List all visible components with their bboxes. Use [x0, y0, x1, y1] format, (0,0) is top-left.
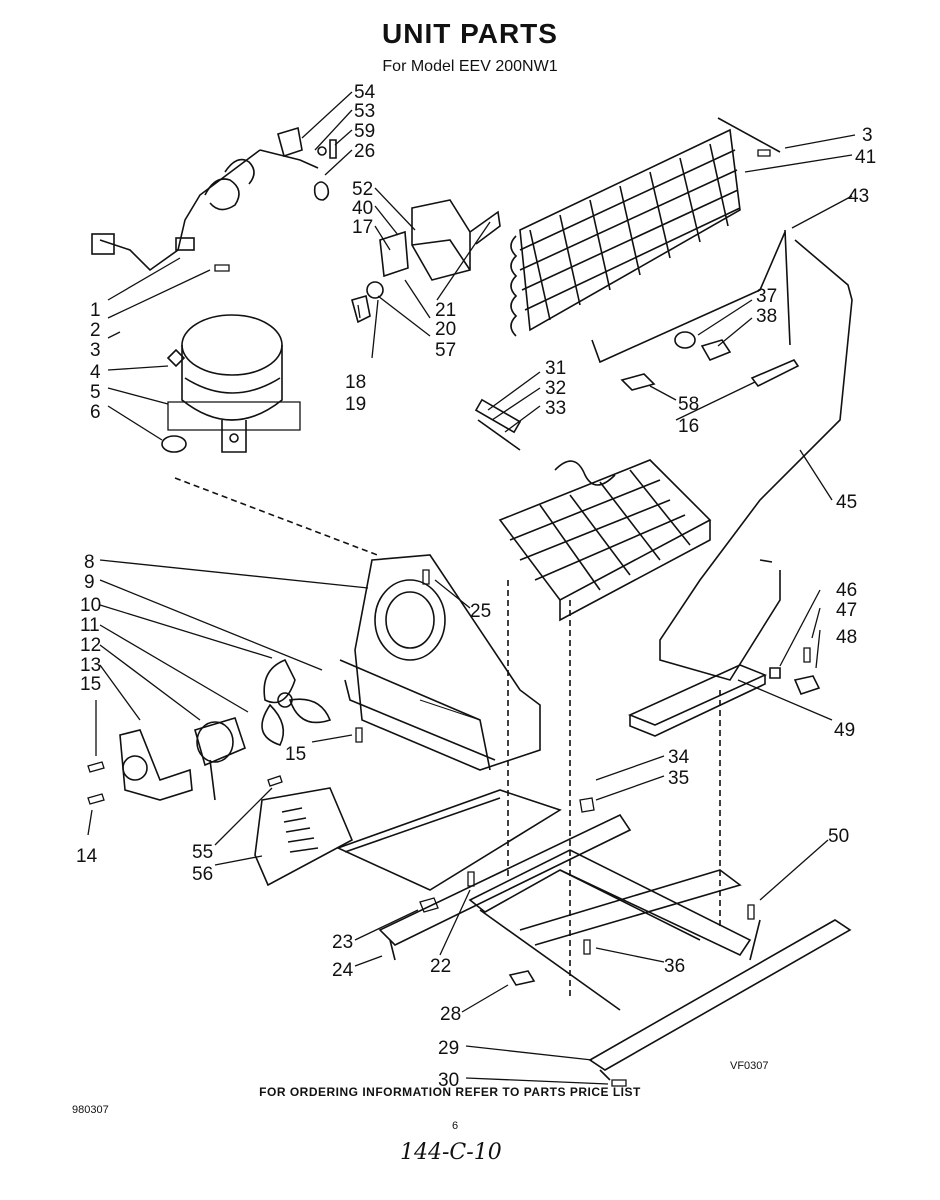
- document-code: 980307: [72, 1104, 109, 1116]
- callout-15a: 15: [80, 674, 101, 695]
- callout-41: 41: [855, 147, 876, 168]
- callout-23: 23: [332, 932, 353, 953]
- callout-1: 1: [90, 300, 101, 321]
- callout-40: 40: [352, 198, 373, 219]
- callout-5: 5: [90, 382, 101, 403]
- callout-48: 48: [836, 627, 857, 648]
- callout-19: 19: [345, 394, 366, 415]
- fan-shroud-drawing: [174, 477, 541, 880]
- callout-15b: 15: [285, 744, 306, 765]
- callout-57: 57: [435, 340, 456, 361]
- callout-16: 16: [678, 416, 699, 437]
- callout-3a: 3: [90, 340, 101, 361]
- callout-49: 49: [834, 720, 855, 741]
- callout-47: 47: [836, 600, 857, 621]
- callout-59: 59: [354, 121, 375, 142]
- callout-2: 2: [90, 320, 101, 341]
- page-title: UNIT PARTS: [382, 18, 558, 49]
- callout-30: 30: [438, 1070, 459, 1091]
- callout-4: 4: [90, 362, 101, 383]
- callout-labels: 54 53 59 26 52 40 17 21 20 57 18 19 1 2 …: [76, 82, 876, 1091]
- capillary-tube-drawing: [659, 239, 853, 681]
- callout-12: 12: [80, 635, 101, 656]
- callout-32: 32: [545, 378, 566, 399]
- callout-26: 26: [354, 141, 375, 162]
- power-cord-drawing: [91, 149, 319, 272]
- callout-28: 28: [440, 1004, 461, 1025]
- callout-9: 9: [84, 572, 95, 593]
- callout-46: 46: [836, 580, 857, 601]
- callout-55: 55: [192, 842, 213, 863]
- callout-53: 53: [354, 101, 375, 122]
- callout-21: 21: [435, 300, 456, 321]
- callout-6: 6: [90, 402, 101, 423]
- defrost-bracket-drawing: [351, 199, 501, 324]
- callout-54: 54: [354, 82, 376, 103]
- callout-14: 14: [76, 846, 98, 867]
- callout-52: 52: [352, 179, 373, 200]
- callout-45: 45: [836, 492, 857, 513]
- model-subtitle: For Model EEV 200NW1: [382, 58, 558, 75]
- grille-panel-drawing: [254, 787, 562, 891]
- relay-clips-drawing: [277, 126, 337, 201]
- callout-31: 31: [545, 358, 566, 379]
- drain-pan-drawing: [627, 664, 821, 737]
- temperature-control-drawing: [620, 331, 800, 391]
- callout-20: 20: [435, 319, 456, 340]
- callout-58: 58: [678, 394, 699, 415]
- ordering-note: FOR ORDERING INFORMATION REFER TO PARTS …: [259, 1085, 641, 1099]
- callout-18: 18: [345, 372, 366, 393]
- callout-25: 25: [470, 601, 491, 622]
- callout-29: 29: [438, 1038, 459, 1059]
- compressor-drawing: [161, 314, 301, 453]
- callout-35: 35: [668, 768, 689, 789]
- handwritten-note: 144-C-10: [400, 1140, 502, 1165]
- callout-34: 34: [668, 747, 690, 768]
- callout-37: 37: [756, 286, 777, 307]
- callout-13: 13: [80, 655, 101, 676]
- callout-33: 33: [545, 398, 566, 419]
- callout-17: 17: [352, 217, 373, 238]
- base-frame-drawing: [378, 690, 852, 1081]
- figure-code: VF0307: [730, 1060, 769, 1072]
- callout-24: 24: [332, 960, 354, 981]
- condenser-coil-drawing: [510, 117, 791, 364]
- callout-8: 8: [84, 552, 95, 573]
- callout-3b: 3: [862, 125, 873, 146]
- callout-43: 43: [848, 186, 869, 207]
- leader-lines: [87, 91, 856, 1085]
- fan-motor-drawing: [119, 658, 332, 801]
- screws-drawing: [87, 149, 811, 1087]
- evaporator-drawing: [474, 398, 712, 1000]
- callout-10: 10: [80, 595, 101, 616]
- callout-36: 36: [664, 956, 685, 977]
- callout-11: 11: [80, 615, 100, 636]
- callout-56: 56: [192, 864, 213, 885]
- callout-38: 38: [756, 306, 777, 327]
- page-number: 6: [452, 1120, 459, 1132]
- callout-22: 22: [430, 956, 451, 977]
- callout-50: 50: [828, 826, 849, 847]
